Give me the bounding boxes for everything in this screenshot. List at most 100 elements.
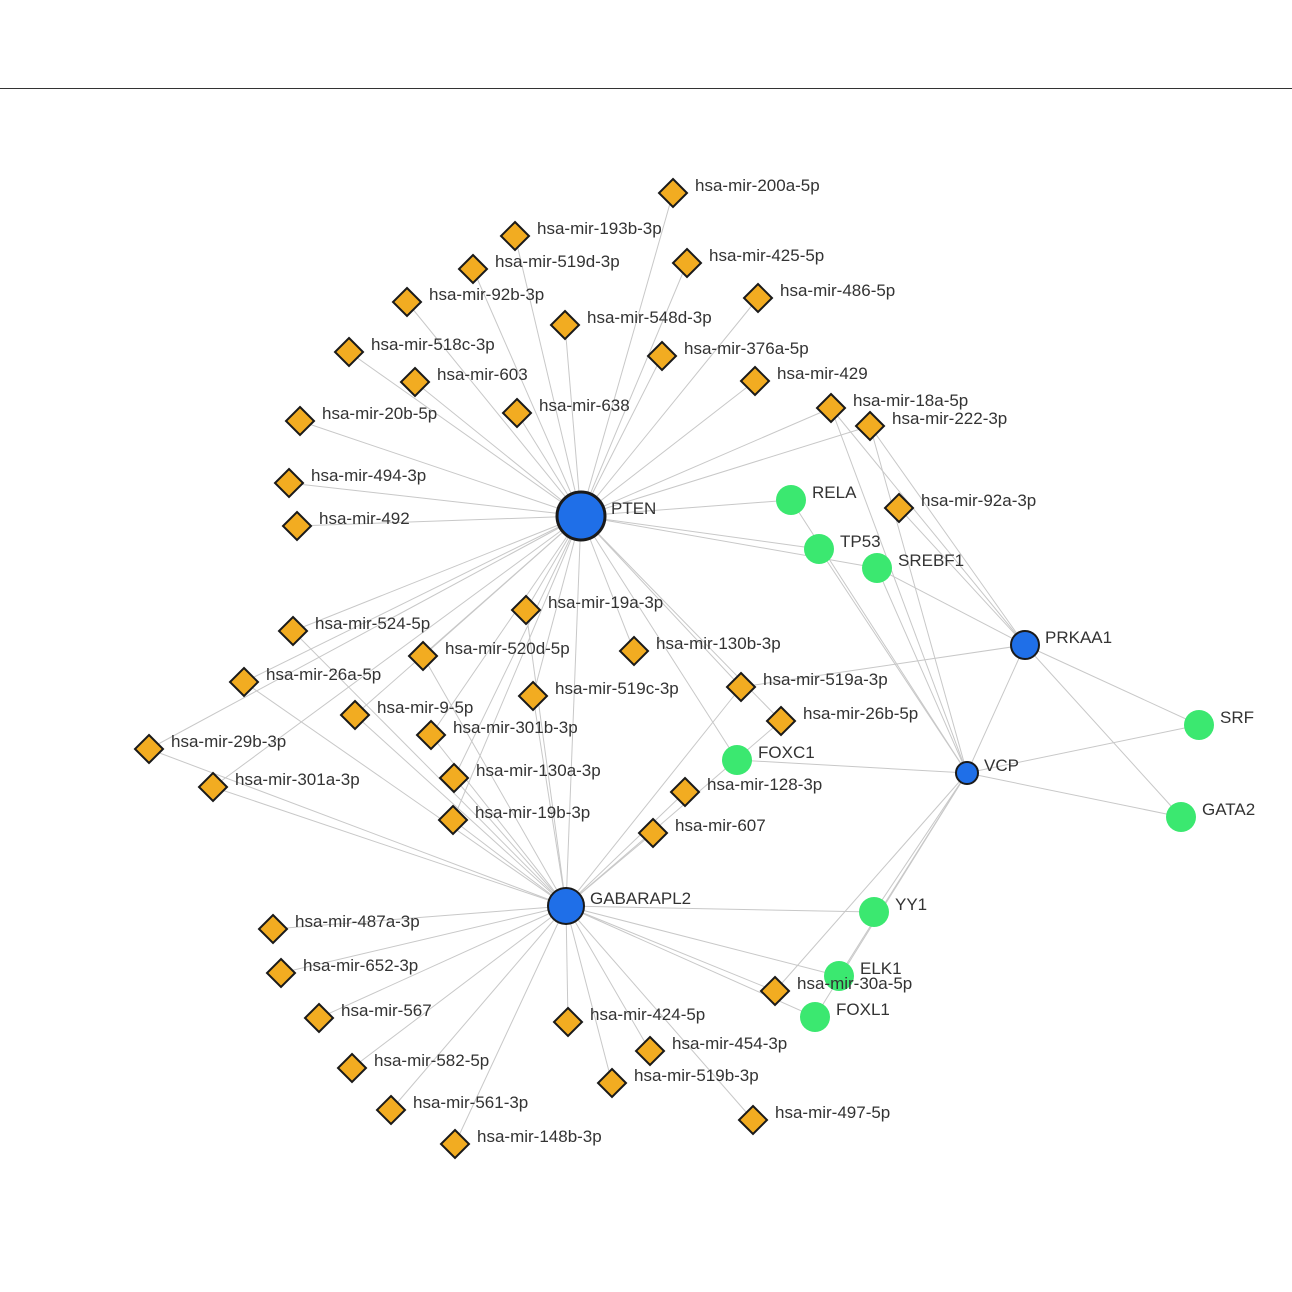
node-m92b[interactable]: hsa-mir-92b-3p [391, 285, 544, 318]
mirna-diamond [671, 247, 703, 279]
node-yy1[interactable]: YY1 [859, 895, 927, 927]
node-m519d[interactable]: hsa-mir-519d-3p [457, 252, 620, 285]
node-label: hsa-mir-518c-3p [371, 335, 495, 354]
node-m301a[interactable]: hsa-mir-301a-3p [197, 770, 360, 803]
node-m486[interactable]: hsa-mir-486-5p [742, 281, 895, 314]
node-m128[interactable]: hsa-mir-128-3p [669, 775, 822, 808]
edge-GABARAPL2-m26a [243, 681, 567, 907]
node-m376a[interactable]: hsa-mir-376a-5p [646, 339, 809, 372]
node-label: hsa-mir-486-5p [780, 281, 895, 300]
node-m429[interactable]: hsa-mir-429 [739, 364, 868, 397]
node-tp53[interactable]: TP53 [804, 532, 881, 564]
edge-GABARAPL2-m519a [565, 686, 742, 907]
mirna-diamond [815, 392, 847, 424]
node-m19a[interactable]: hsa-mir-19a-3p [510, 593, 663, 626]
node-m148b[interactable]: hsa-mir-148b-3p [439, 1127, 602, 1160]
node-m518c[interactable]: hsa-mir-518c-3p [333, 335, 495, 368]
node-m519c[interactable]: hsa-mir-519c-3p [517, 679, 679, 712]
node-m19b[interactable]: hsa-mir-19b-3p [437, 803, 590, 836]
node-vcp[interactable]: VCP [955, 756, 1019, 785]
node-label: hsa-mir-20b-5p [322, 404, 437, 423]
node-m9[interactable]: hsa-mir-9-5p [339, 698, 473, 731]
node-foxl1[interactable]: FOXL1 [800, 1000, 890, 1032]
node-rela[interactable]: RELA [776, 483, 857, 515]
node-m425[interactable]: hsa-mir-425-5p [671, 246, 824, 279]
edge-VCP-SRF [966, 724, 1200, 774]
edge-VCP-TP53 [818, 548, 968, 774]
mirna-diamond [742, 282, 774, 314]
node-foxc1[interactable]: FOXC1 [722, 743, 815, 775]
node-srebf1[interactable]: SREBF1 [862, 551, 964, 583]
node-label: hsa-mir-429 [777, 364, 868, 383]
node-label: hsa-mir-222-3p [892, 409, 1007, 428]
node-srf[interactable]: SRF [1184, 708, 1254, 740]
node-label: FOXC1 [758, 743, 815, 762]
node-gata2[interactable]: GATA2 [1166, 800, 1255, 832]
node-m26a[interactable]: hsa-mir-26a-5p [228, 665, 381, 698]
edge-VCP-SREBF1 [876, 567, 968, 774]
mirna-diamond [399, 366, 431, 398]
edge-PRKAA1-m18a [830, 407, 1026, 646]
edge-VCP-m30a [774, 772, 968, 992]
node-m524[interactable]: hsa-mir-524-5p [277, 614, 430, 647]
edge-PTEN-m19b [452, 515, 582, 821]
hub-circle [1010, 630, 1040, 660]
node-m519a[interactable]: hsa-mir-519a-3p [725, 670, 888, 703]
node-m26b[interactable]: hsa-mir-26b-5p [765, 704, 918, 737]
node-label: hsa-mir-26b-5p [803, 704, 918, 723]
node-m494[interactable]: hsa-mir-494-3p [273, 466, 426, 499]
node-m200a[interactable]: hsa-mir-200a-5p [657, 176, 820, 209]
mirna-diamond [637, 817, 669, 849]
node-m638[interactable]: hsa-mir-638 [501, 396, 630, 429]
node-label: hsa-mir-519d-3p [495, 252, 620, 271]
node-label: hsa-mir-130b-3p [656, 634, 781, 653]
node-m548d[interactable]: hsa-mir-548d-3p [549, 308, 712, 341]
mirna-diamond [133, 733, 165, 765]
node-gabarapl2[interactable]: GABARAPL2 [547, 887, 691, 925]
node-m193b[interactable]: hsa-mir-193b-3p [499, 219, 662, 252]
mirna-diamond [437, 804, 469, 836]
node-m222[interactable]: hsa-mir-222-3p [854, 409, 1007, 442]
node-m520d[interactable]: hsa-mir-520d-5p [407, 639, 570, 672]
node-elk1[interactable]: ELK1 [824, 959, 902, 991]
edge-GABARAPL2-m30a [565, 905, 776, 992]
node-m29b[interactable]: hsa-mir-29b-3p [133, 732, 286, 765]
edge-PRKAA1-VCP [966, 644, 1026, 774]
node-pten[interactable]: PTEN [555, 490, 656, 542]
edge-VCP-YY1 [873, 772, 968, 913]
node-m497[interactable]: hsa-mir-497-5p [737, 1103, 890, 1136]
node-m130a[interactable]: hsa-mir-130a-3p [438, 761, 601, 794]
node-m603[interactable]: hsa-mir-603 [399, 365, 528, 398]
node-m652[interactable]: hsa-mir-652-3p [265, 956, 418, 989]
node-m20b[interactable]: hsa-mir-20b-5p [284, 404, 437, 437]
node-label: hsa-mir-425-5p [709, 246, 824, 265]
node-m130b[interactable]: hsa-mir-130b-3p [618, 634, 781, 667]
node-m567[interactable]: hsa-mir-567 [303, 1001, 432, 1034]
mirna-diamond [646, 340, 678, 372]
node-m492[interactable]: hsa-mir-492 [281, 509, 410, 542]
node-m30a[interactable]: hsa-mir-30a-5p [759, 974, 912, 1007]
mirna-diamond [552, 1006, 584, 1038]
mirna-diamond [277, 615, 309, 647]
node-m92a[interactable]: hsa-mir-92a-3p [883, 491, 1036, 524]
node-label: hsa-mir-424-5p [590, 1005, 705, 1024]
node-prkaa1[interactable]: PRKAA1 [1010, 628, 1112, 660]
mirna-diamond [634, 1035, 666, 1067]
edge-PTEN-TP53 [580, 515, 820, 550]
node-m18a[interactable]: hsa-mir-18a-5p [815, 391, 968, 424]
node-m607[interactable]: hsa-mir-607 [637, 816, 766, 849]
node-m561[interactable]: hsa-mir-561-3p [375, 1093, 528, 1126]
node-m519b[interactable]: hsa-mir-519b-3p [596, 1066, 759, 1099]
node-m454[interactable]: hsa-mir-454-3p [634, 1034, 787, 1067]
edge-PTEN-m9 [354, 515, 582, 716]
edge-GABARAPL2-m301a [212, 786, 567, 907]
edge-PRKAA1-SREBF1 [876, 567, 1026, 646]
node-m487a[interactable]: hsa-mir-487a-3p [257, 912, 420, 945]
edge-PTEN-m92b [406, 301, 582, 517]
node-label: hsa-mir-92a-3p [921, 491, 1036, 510]
node-m582[interactable]: hsa-mir-582-5p [336, 1051, 489, 1084]
gene-circle [862, 553, 892, 583]
node-m424[interactable]: hsa-mir-424-5p [552, 1005, 705, 1038]
node-m301b[interactable]: hsa-mir-301b-3p [415, 718, 578, 751]
